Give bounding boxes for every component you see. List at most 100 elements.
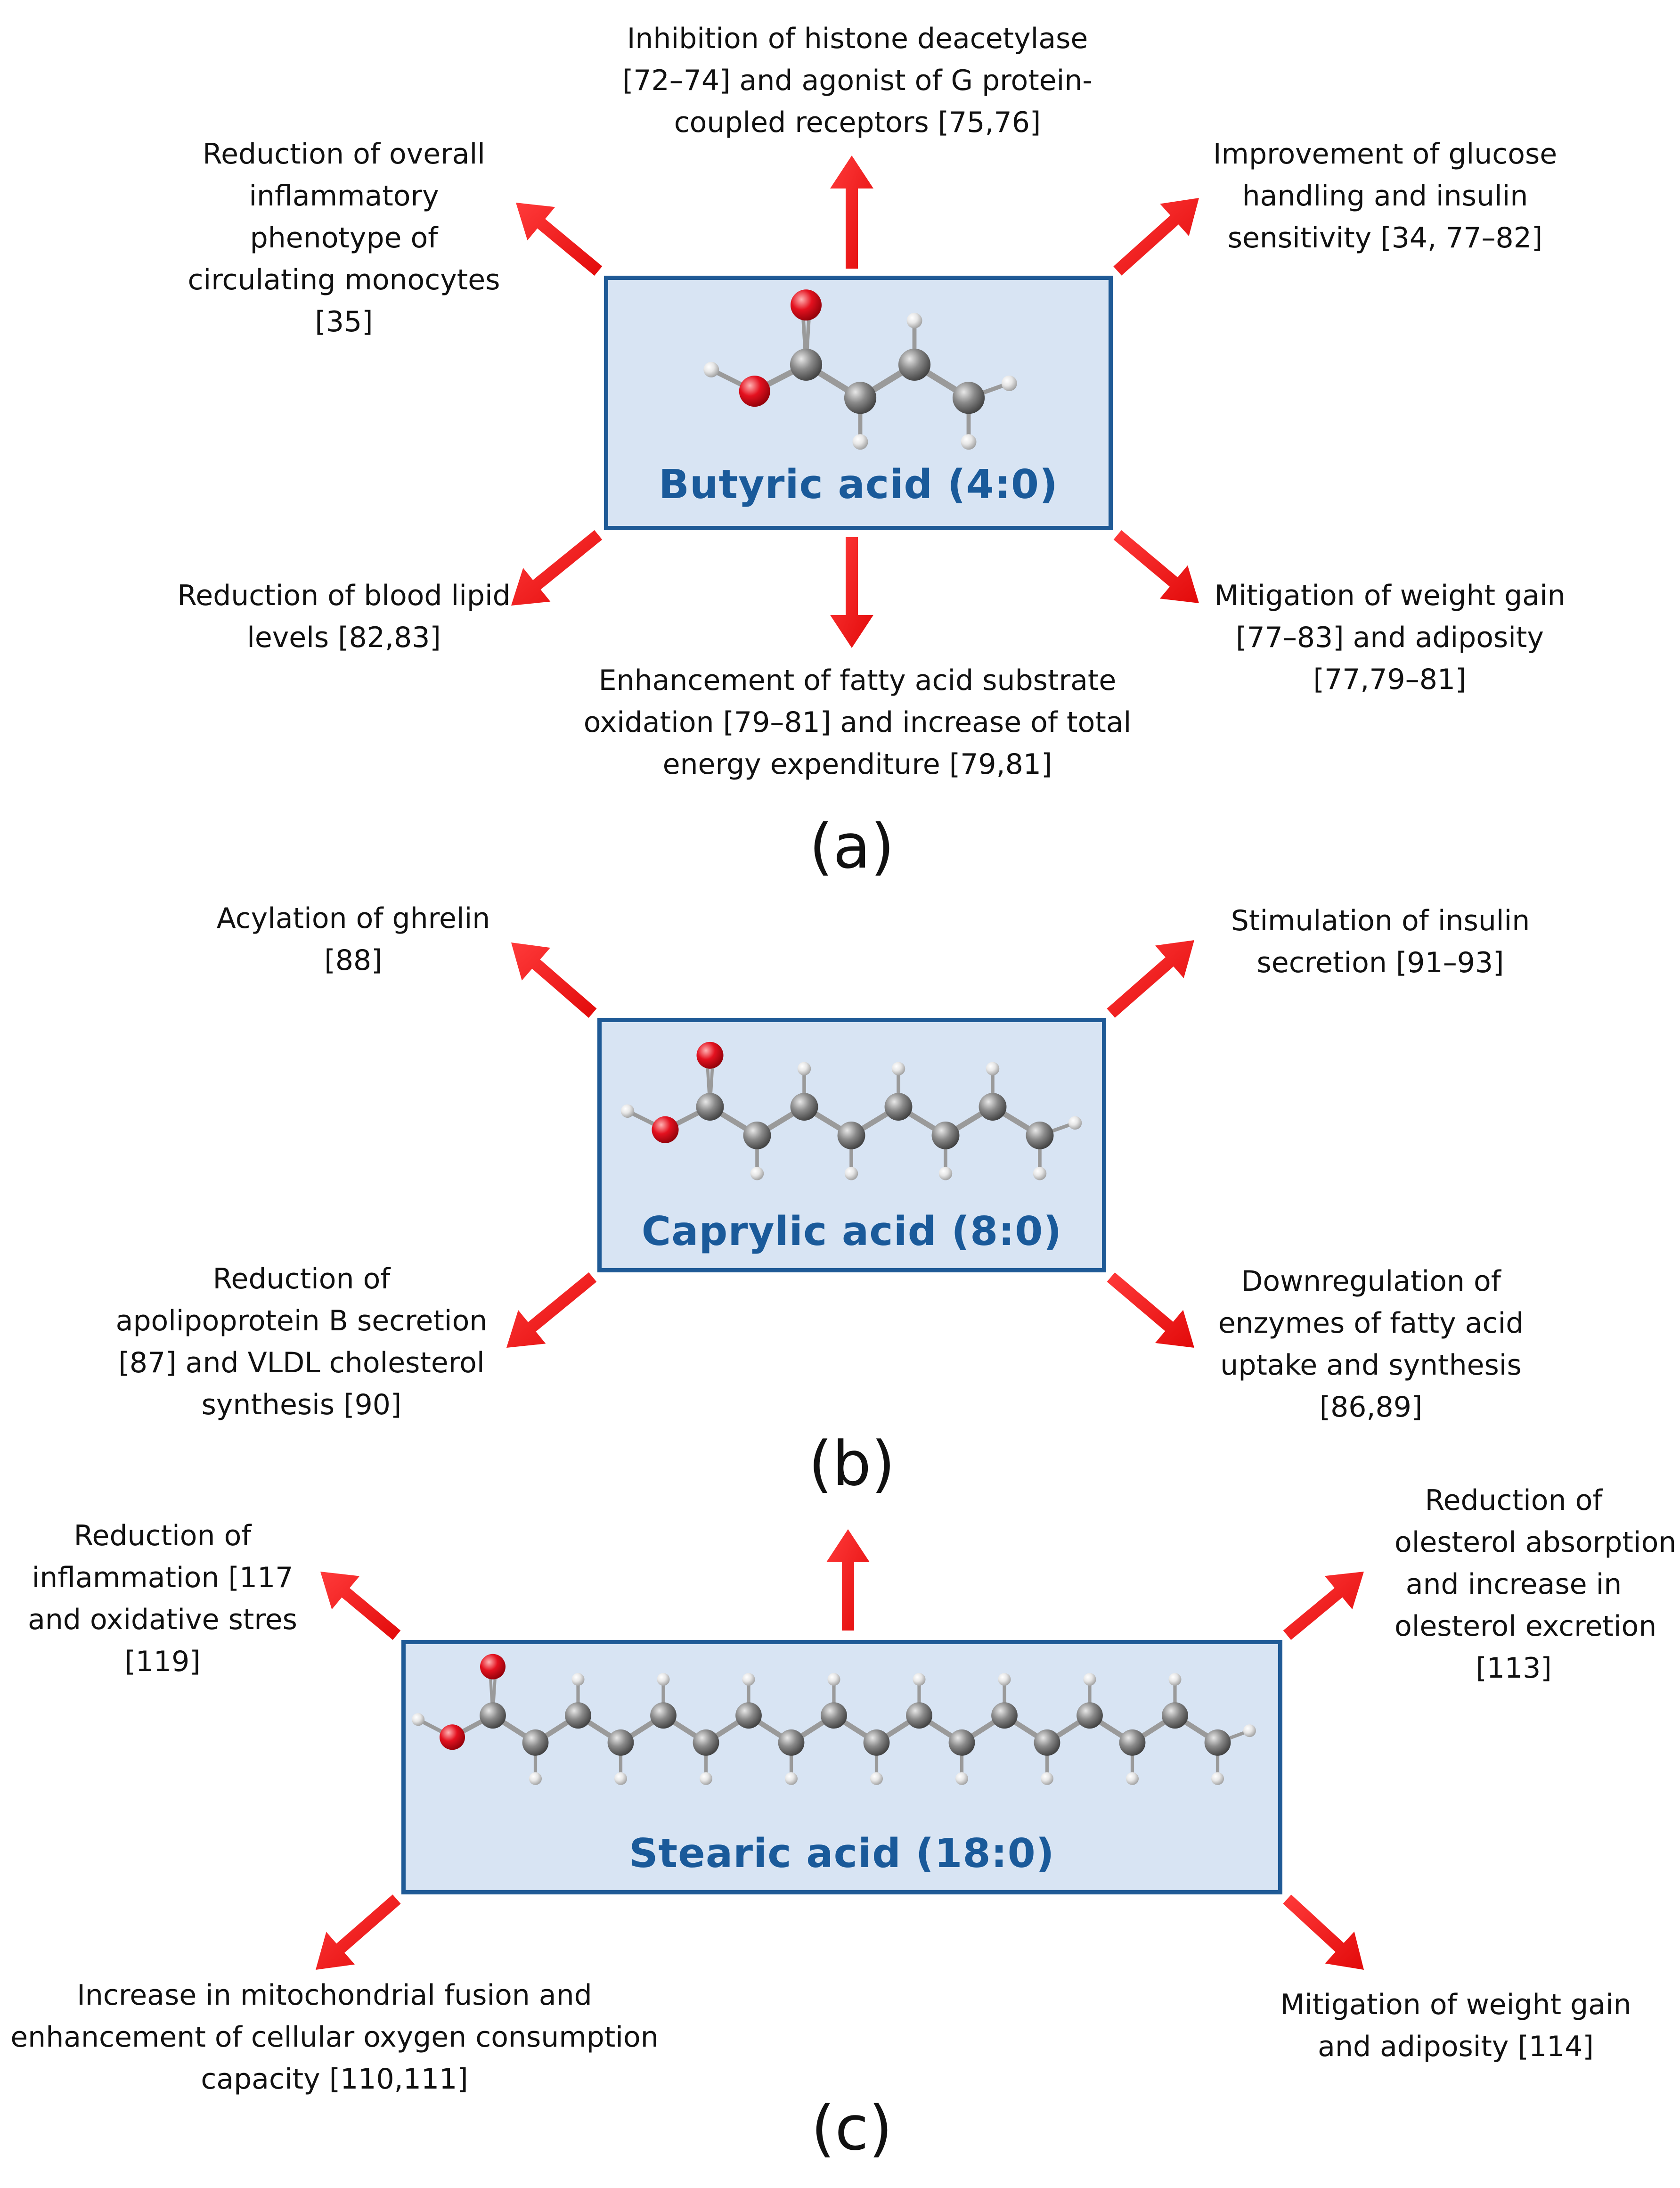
carbon-atom: [906, 1702, 932, 1729]
carbon-atom: [952, 382, 985, 414]
caprylic-acid-molecule: [620, 1041, 1082, 1180]
panel-letter-b: (b): [808, 1428, 895, 1500]
oxygen-atom: [739, 376, 770, 407]
carbon-atom: [735, 1702, 762, 1729]
oxygen-atom: [696, 1041, 724, 1069]
label-b-top-left: Acylation of ghrelin[88]: [216, 902, 490, 977]
hydrogen-atom: [1211, 1772, 1224, 1785]
stearic-acid-molecule: [412, 1654, 1256, 1785]
carbon-atom: [898, 348, 931, 381]
hydrogen-atom: [412, 1713, 425, 1726]
hydrogen-atom: [571, 1673, 585, 1686]
stearic-acid-label: Stearic acid (18:0): [629, 1830, 1055, 1877]
carbon-atom: [821, 1702, 847, 1729]
arrow-c-up-right: [1283, 1572, 1364, 1640]
stearic-acid-box: Stearic acid (18:0): [401, 1640, 1282, 1894]
panel-letter-c: (c): [811, 2092, 893, 2164]
hydrogen-atom: [750, 1166, 764, 1180]
arrow-b-down-left: [506, 1272, 597, 1348]
hydrogen-atom: [614, 1772, 627, 1785]
carbon-atom: [565, 1702, 591, 1729]
arrow-b-up-right: [1107, 940, 1194, 1018]
hydrogen-atom: [961, 434, 977, 450]
hydrogen-atom: [529, 1772, 542, 1785]
arrow-a-down-right: [1113, 530, 1199, 603]
arrow-c-down-left: [316, 1894, 401, 1970]
carbon-atom: [931, 1121, 960, 1149]
arrow-c-up: [826, 1529, 870, 1631]
arrow-b-down-right: [1107, 1272, 1194, 1348]
hydrogen-atom: [938, 1166, 953, 1180]
hydrogen-atom: [797, 1062, 811, 1076]
carbon-atom: [991, 1702, 1018, 1729]
label-a-top: Inhibition of histone deacetylase[72–74]…: [622, 22, 1093, 139]
arrow-c-up-left: [320, 1572, 401, 1640]
hydrogen-atom: [620, 1104, 635, 1118]
hydrogen-atom: [657, 1673, 670, 1686]
hydrogen-atom: [891, 1062, 905, 1076]
butyric-acid-label: Butyric acid (4:0): [659, 461, 1058, 508]
hydrogen-atom: [913, 1673, 926, 1686]
carbon-atom: [863, 1729, 890, 1756]
arrow-a-down-left: [511, 530, 603, 606]
arrow-b-up-left: [511, 942, 597, 1018]
hydrogen-atom: [1001, 375, 1017, 391]
carbon-atom: [979, 1093, 1007, 1121]
hydrogen-atom: [703, 361, 719, 377]
hydrogen-atom: [827, 1673, 840, 1686]
arrow-a-up: [830, 156, 873, 269]
arrow-c-down-right: [1283, 1894, 1364, 1970]
hydrogen-atom: [870, 1772, 883, 1785]
hydrogen-atom: [998, 1673, 1011, 1686]
carbon-atom: [1034, 1729, 1060, 1756]
hydrogen-atom: [1033, 1166, 1047, 1180]
caprylic-acid-box: Caprylic acid (8:0): [597, 1018, 1106, 1272]
butyric-acid-box: Butyric acid (4:0): [604, 276, 1113, 530]
hydrogen-atom: [1243, 1724, 1256, 1737]
arrow-a-up-left: [516, 203, 603, 276]
hydrogen-atom: [1083, 1673, 1096, 1686]
hydrogen-atom: [785, 1772, 798, 1785]
carbon-atom: [1077, 1702, 1103, 1729]
carbon-atom: [1162, 1702, 1188, 1729]
hydrogen-atom: [986, 1062, 1000, 1076]
carbon-atom: [696, 1093, 724, 1121]
carbon-atom: [778, 1729, 805, 1756]
carbon-atom: [693, 1729, 719, 1756]
caprylic-acid-label: Caprylic acid (8:0): [641, 1208, 1062, 1255]
carbon-atom: [884, 1093, 913, 1121]
hydrogen-atom: [1068, 1116, 1082, 1130]
arrow-a-up-right: [1113, 198, 1199, 276]
butyric-acid-molecule: [703, 289, 1017, 450]
hydrogen-atom: [1041, 1772, 1053, 1785]
hydrogen-atom: [844, 1166, 858, 1180]
oxygen-atom: [652, 1116, 679, 1143]
hydrogen-atom: [742, 1673, 755, 1686]
carbon-atom: [480, 1702, 506, 1729]
carbon-atom: [844, 382, 877, 414]
carbon-atom: [1119, 1729, 1146, 1756]
carbon-atom: [1204, 1729, 1231, 1756]
hydrogen-atom: [955, 1772, 968, 1785]
oxygen-atom: [480, 1654, 506, 1680]
carbon-atom: [743, 1121, 771, 1149]
carbon-atom: [948, 1729, 975, 1756]
carbon-atom: [790, 348, 823, 381]
hydrogen-atom: [906, 312, 922, 328]
carbon-atom: [650, 1702, 677, 1729]
hydrogen-atom: [1168, 1673, 1182, 1686]
carbon-atom: [1026, 1121, 1054, 1149]
arrow-a-down: [830, 537, 873, 648]
hydrogen-atom: [1126, 1772, 1139, 1785]
oxygen-atom: [440, 1724, 465, 1750]
